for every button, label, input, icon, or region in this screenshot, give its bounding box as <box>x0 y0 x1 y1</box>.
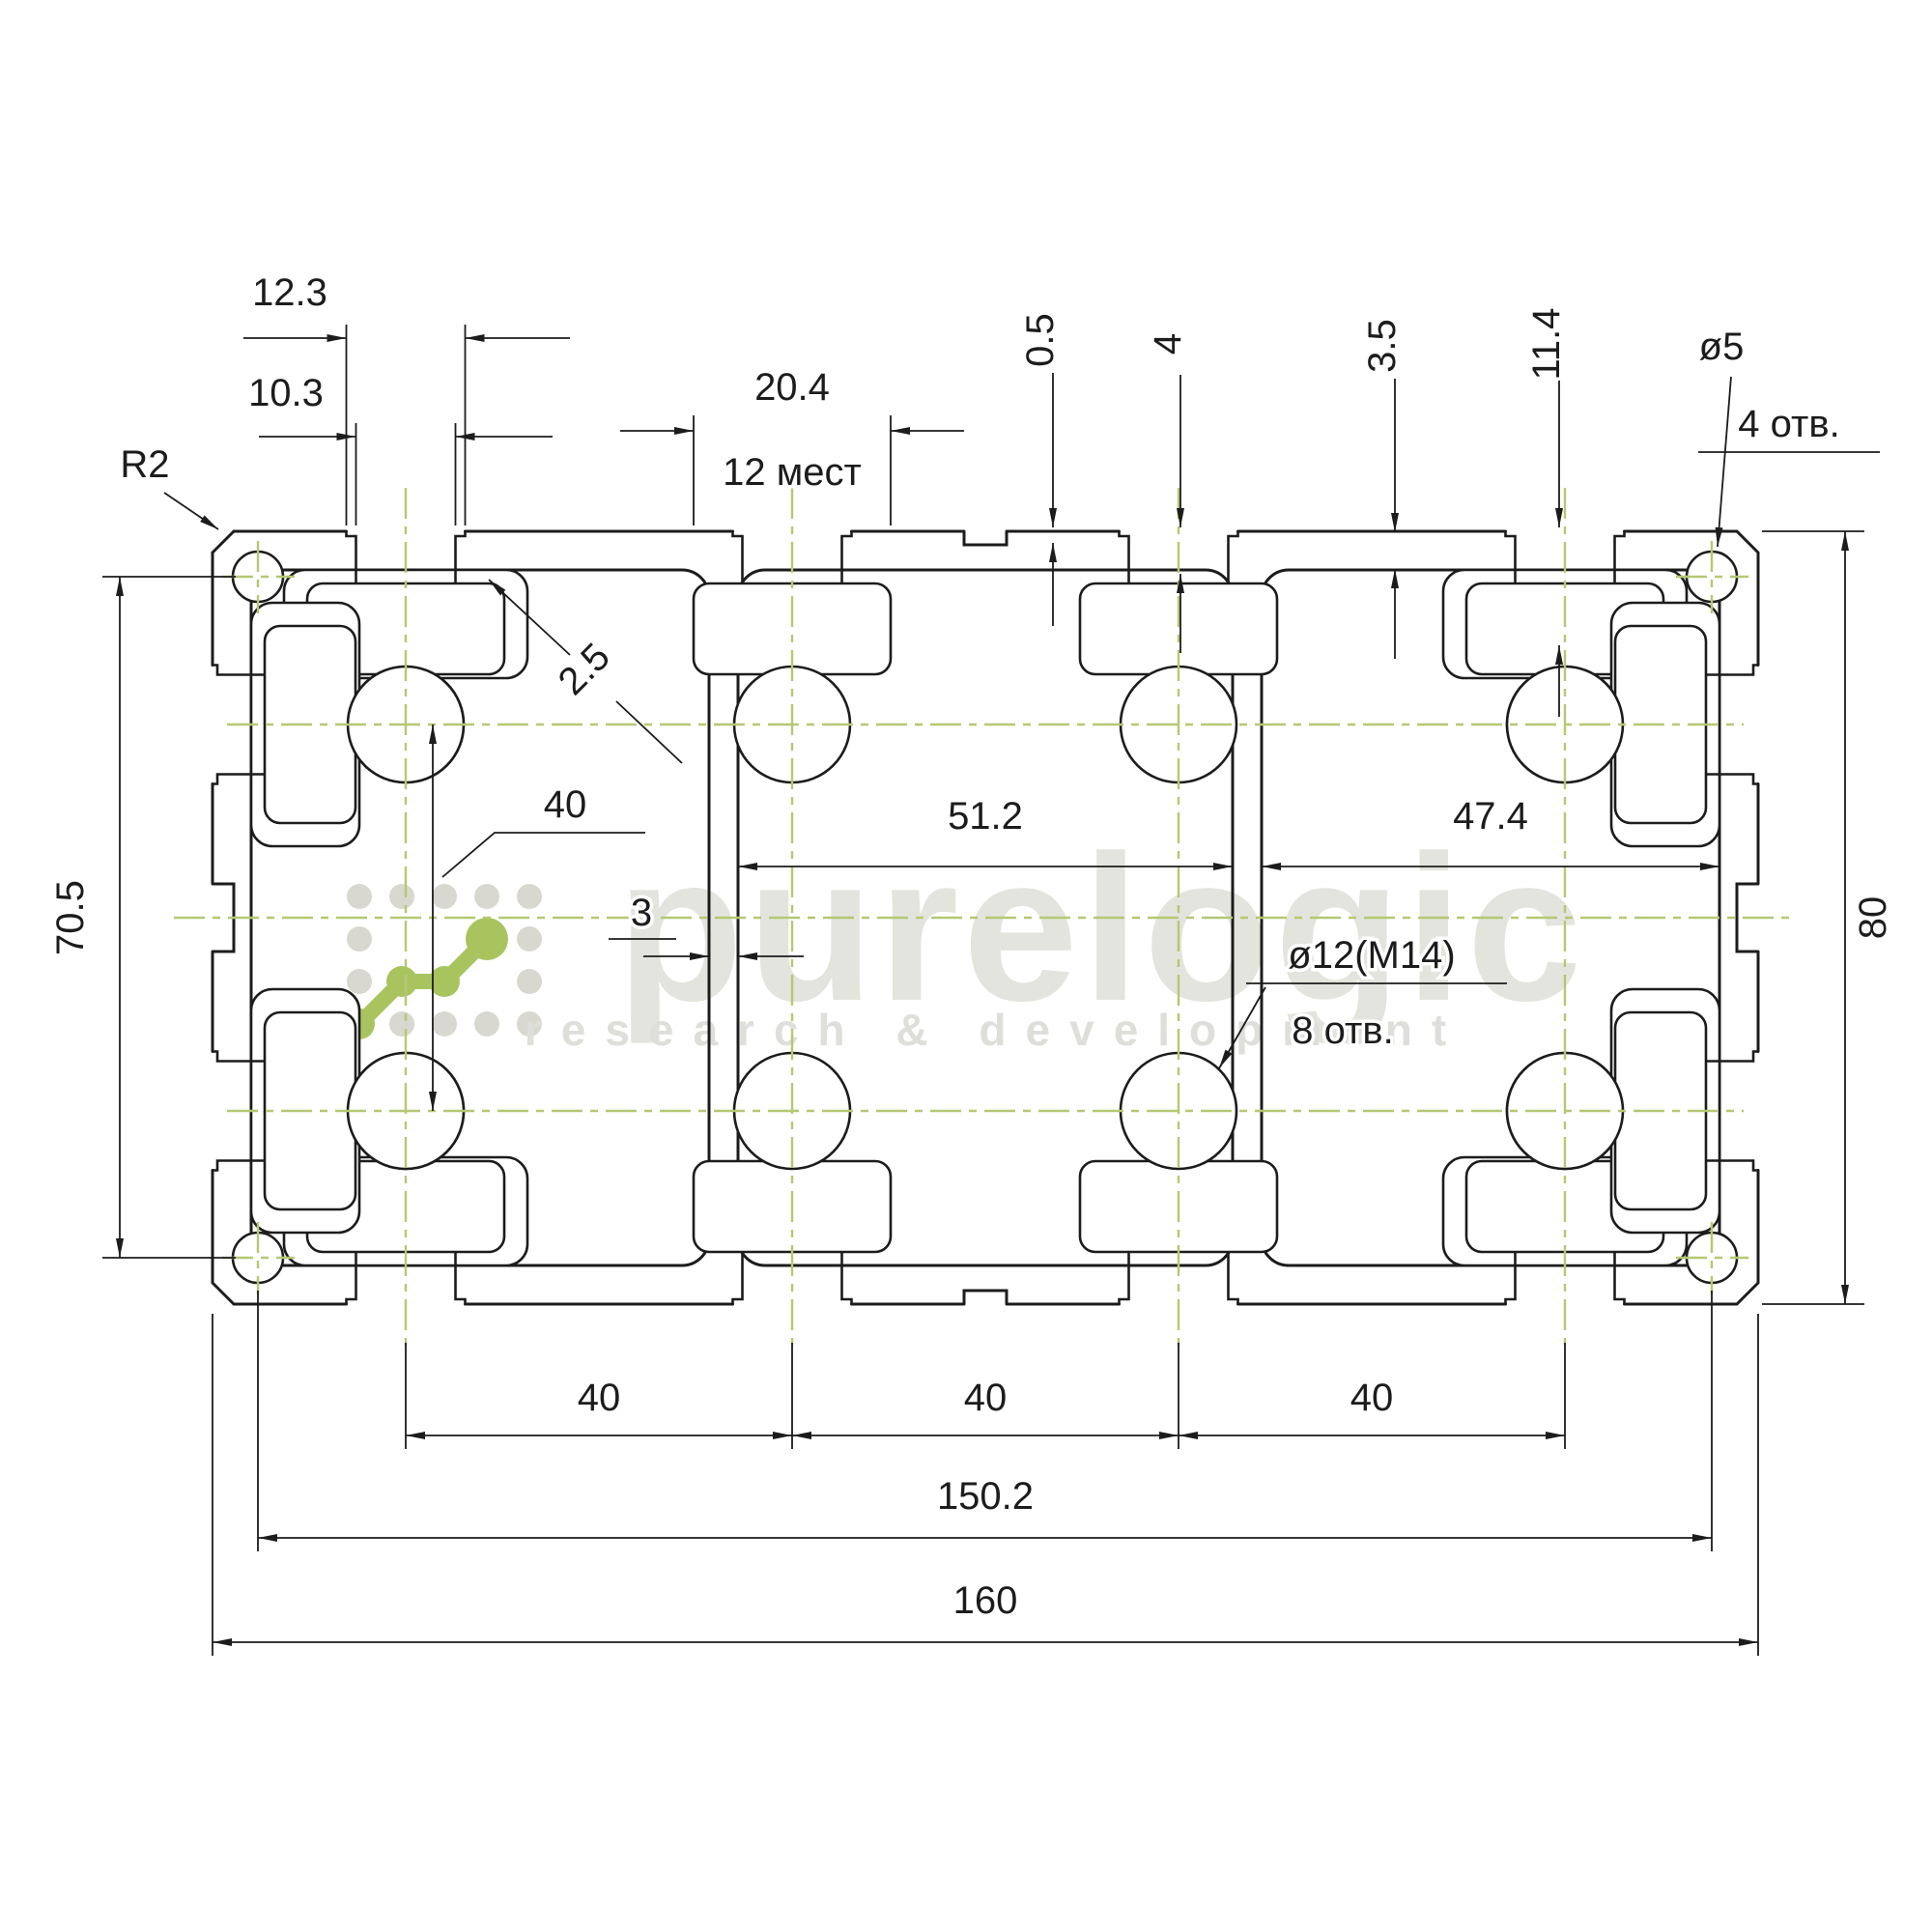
center-hole-count-label: 8 отв. <box>1292 1009 1393 1052</box>
dim-recess-depth: 0.5 <box>1016 310 1065 626</box>
corner-hole-dia-label: ø5 <box>1699 326 1745 368</box>
center-hole-dia-label: ø12(M14) <box>1288 934 1455 977</box>
dim-slot-opening-width: 10.3 <box>245 369 553 526</box>
dim-corner-hole-pitch-vertical-label: 70.5 <box>49 880 92 955</box>
dim-outer-wall: 4 <box>1144 329 1193 653</box>
dim-slot-recess-width: 12.3 <box>243 269 570 526</box>
dim-node-pitch-vertical: 40 <box>429 724 645 1111</box>
centerlines <box>174 488 1797 1348</box>
dim-recess-depth-label: 0.5 <box>1019 313 1062 367</box>
dim-profile-height: 80 <box>1762 530 1898 1305</box>
dim-profile-height-label: 80 <box>1852 896 1894 940</box>
dim-tslot-inner-width-label: 20.4 <box>754 366 830 409</box>
dim-slot-pitches: 40 40 40 <box>405 1343 1566 1449</box>
watermark-brand: purelogic <box>616 811 1586 1044</box>
dim-slot-depth-label: 11.4 <box>1525 308 1568 381</box>
label-corner-hole: ø5 4 отв. <box>1695 323 1880 548</box>
dim-boss-depth: 3.5 <box>1358 316 1407 659</box>
dim-profile-width-label: 160 <box>953 1579 1018 1622</box>
corner-hole-count-label: 4 отв. <box>1738 403 1839 445</box>
watermark: purelogic research & development <box>307 811 1586 1076</box>
watermark-tagline: research & development <box>525 1005 1465 1055</box>
dim-slot-pitch-3-label: 40 <box>1350 1377 1394 1419</box>
dim-slot-pitch-2-label: 40 <box>964 1377 1008 1419</box>
dim-slot-opening-width-label: 10.3 <box>248 372 324 414</box>
dim-tslot-inner-width: 20.4 12 мест <box>620 363 964 526</box>
corner-radius-label: R2 <box>120 443 169 486</box>
dim-tslot-count-label: 12 мест <box>723 451 862 494</box>
dim-slot-depth: 11.4 <box>1522 304 1572 717</box>
dim-corner-hole-pitch-horizontal: 150.2 <box>257 1291 1713 1551</box>
dim-cavity-mid-width: 51.2 <box>738 792 1233 870</box>
dim-slot-recess-width-label: 12.3 <box>252 271 327 314</box>
dim-web-wall: 3 <box>609 889 804 960</box>
dim-corner-hole-pitch-horizontal-label: 150.2 <box>937 1475 1034 1518</box>
dim-node-pitch-vertical-label: 40 <box>544 783 587 826</box>
dim-slot-pitch-1-label: 40 <box>578 1377 621 1419</box>
dim-cavity-side-width-label: 47.4 <box>1453 795 1528 838</box>
dim-outer-wall-label: 4 <box>1147 333 1189 355</box>
dim-boss-depth-label: 3.5 <box>1361 319 1404 373</box>
dim-profile-width: 160 <box>212 1314 1759 1656</box>
dim-corner-hole-pitch-vertical: 70.5 <box>46 576 236 1259</box>
label-center-hole: ø12(M14) 8 отв. <box>1218 931 1507 1069</box>
dim-cavity-side-width: 47.4 <box>1262 792 1719 870</box>
dim-cavity-mid-width-label: 51.2 <box>948 795 1023 838</box>
label-corner-radius: R2 <box>117 440 219 530</box>
dim-web-wall-label: 3 <box>631 892 652 934</box>
